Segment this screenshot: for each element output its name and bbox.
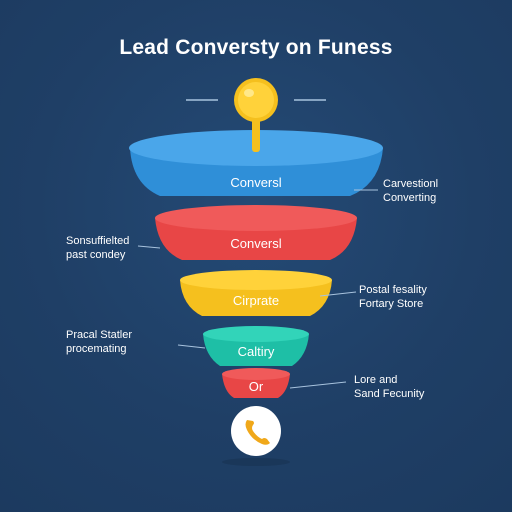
note-right-2-line1: Postal fesality (359, 284, 427, 296)
funnel-stage-4 (203, 326, 309, 366)
note-left-2: Pracal Statler procemating (66, 328, 132, 356)
phone-icon[interactable] (222, 406, 290, 466)
note-left-1-line1: Sonsuffielted (66, 235, 130, 247)
note-right-3: Lore and Sand Fecunity (354, 373, 424, 401)
note-right-2-line2: Fortary Store (359, 298, 424, 310)
stage-3-label: Cirprate (232, 293, 280, 308)
callout-left-2 (177, 344, 206, 349)
note-right-1: Carvestionl Converting (383, 177, 438, 205)
callout-lines (137, 189, 378, 389)
note-left-1: Sonsuffielted past condey (66, 234, 129, 262)
funnel-stage-2 (155, 205, 357, 260)
note-right-1-line1: Carvestionl (383, 178, 439, 190)
stage-4-label: Caltiry (237, 344, 275, 359)
callout-right-3 (289, 381, 347, 389)
note-right-2: Postal fesality Fortary Store (359, 283, 427, 311)
note-right-1-line2: Converting (383, 192, 437, 204)
page-title: Lead Conversty on Funess (119, 36, 393, 59)
note-right-3-line1: Lore and (354, 374, 398, 386)
funnel-stage-5 (222, 368, 290, 398)
note-left-1-line2: past condey (66, 249, 126, 261)
stage-1-label: Conversl (230, 175, 282, 190)
stage-2-label: Conversl (230, 236, 282, 251)
stage-5-label: Or (248, 379, 264, 394)
callout-right-2 (319, 291, 357, 297)
funnel-stage-3 (180, 270, 332, 316)
note-right-3-line2: Sand Fecunity (354, 388, 425, 400)
note-left-2-line2: procemating (66, 343, 127, 355)
pin-icon (234, 78, 278, 152)
callout-left-1 (137, 245, 161, 249)
note-left-2-line1: Pracal Statler (66, 329, 133, 341)
